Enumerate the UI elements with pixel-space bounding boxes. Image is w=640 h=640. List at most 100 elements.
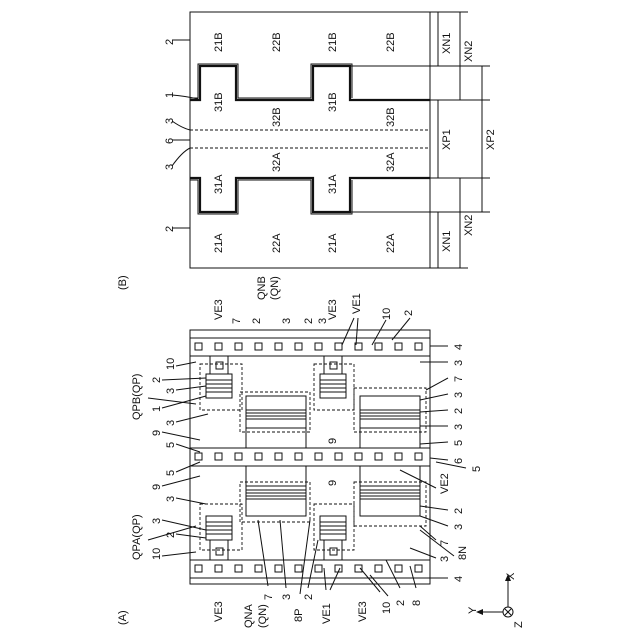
gate-stack-lower-right: [360, 486, 420, 516]
small-stack-upper-mid: [320, 374, 346, 398]
label-7: 7: [263, 594, 275, 600]
contact-square: [335, 453, 342, 460]
label-3: 3: [165, 388, 177, 394]
region-label: 31A: [327, 174, 339, 194]
boundary-line-a: [190, 178, 430, 212]
contact-square: [330, 548, 337, 555]
label-10: 10: [381, 308, 393, 320]
dashed-wells: [200, 364, 426, 550]
figure-a-label: (A): [117, 610, 129, 625]
region-label: 22B: [271, 32, 283, 52]
label-4: 4: [453, 344, 465, 350]
small-stack-upper-left: [206, 374, 232, 398]
contact-square: [255, 343, 262, 350]
contact-square: [215, 453, 222, 460]
label-2: 2: [251, 318, 263, 324]
region-label: 32B: [271, 107, 283, 127]
label-10: 10: [381, 602, 393, 614]
label-ve1: VE1: [321, 603, 333, 624]
figure-b-label: (B): [117, 275, 129, 290]
region-label: 32A: [271, 152, 283, 172]
label-ve2: VE2: [439, 473, 451, 494]
region-label: 21B: [213, 32, 225, 52]
label-4b: 4: [453, 576, 465, 582]
contact-square: [315, 343, 322, 350]
axis-z-label: Z: [513, 621, 525, 628]
contact-square: [195, 565, 202, 572]
region-label: 22B: [385, 32, 397, 52]
top-labels-a: VE3 QNB (QN) VE3 VE1 7 2 3 2 3 10 2: [213, 276, 415, 345]
right-labels-a: 4 3 7 3 2 3 5 6 5 VE2 2 3 7 8N 3 4: [400, 344, 483, 582]
label-9-inner: 9: [327, 480, 339, 486]
region-label: 31B: [213, 92, 225, 112]
label-8p: 8P: [293, 609, 305, 622]
label-ve1: VE1: [351, 293, 363, 314]
dim-label: XN1: [441, 231, 453, 252]
contact-square: [195, 453, 202, 460]
label-2: 2: [151, 377, 163, 383]
label-9-inner: 9: [327, 438, 339, 444]
label-3: 3: [281, 318, 293, 324]
ref-numeral: 6: [164, 138, 176, 144]
contact-square: [235, 343, 242, 350]
label-3e: 3: [439, 556, 451, 562]
bottom-labels-a: VE3 QNA (QN) 7 3 8P 2 VE1 VE3 10 2 8: [213, 520, 423, 628]
gate-stack-lower-left: [246, 486, 306, 516]
dimension-lines-b: XN1 XN2 XP1 XP2 XN1 XN2: [350, 12, 497, 268]
gate-stack-upper-left: [246, 396, 306, 428]
contact-square: [375, 565, 382, 572]
region-label: 31B: [327, 92, 339, 112]
contact-square: [275, 343, 282, 350]
contact-square: [415, 565, 422, 572]
label-qpa: QPA(QP): [131, 514, 143, 560]
label-5: 5: [165, 442, 177, 448]
label-10: 10: [165, 358, 177, 370]
region-label: 21A: [327, 233, 339, 253]
label-9b: 9: [151, 484, 163, 490]
label-ve3-r: VE3: [327, 299, 339, 320]
figure-a-frame: [190, 330, 430, 584]
label-2: 2: [453, 408, 465, 414]
region-label: 32A: [385, 152, 397, 172]
dim-label: XP1: [441, 129, 453, 150]
label-2b: 2: [453, 508, 465, 514]
label-5b: 5: [471, 466, 483, 472]
label-5: 5: [453, 440, 465, 446]
dim-label: XN2: [463, 215, 475, 236]
dim-label: XN1: [441, 33, 453, 54]
label-7b: 7: [439, 540, 451, 546]
small-stack-lower-left: [206, 516, 232, 540]
small-stack-lower-mid: [320, 516, 346, 540]
label-3b: 3: [453, 392, 465, 398]
contact-square: [375, 343, 382, 350]
boundary-line-b: [190, 66, 430, 100]
region-label: 31A: [213, 174, 225, 194]
ref-numeral: 3: [164, 164, 176, 170]
label-8: 8: [411, 600, 423, 606]
figure-a: (A): [117, 276, 483, 628]
ref-numeral: 2: [164, 226, 176, 232]
label-3: 3: [281, 594, 293, 600]
contact-square: [295, 565, 302, 572]
label-qpb: QPB(QP): [131, 374, 143, 420]
label-3c: 3: [453, 424, 465, 430]
contact-square: [295, 343, 302, 350]
contact-square: [315, 565, 322, 572]
contact-square: [315, 453, 322, 460]
label-3b: 3: [317, 318, 329, 324]
label-qn: (QN): [257, 604, 269, 628]
label-9: 9: [151, 430, 163, 436]
label-ve3: VE3: [213, 601, 225, 622]
label-ve3: VE3: [213, 299, 225, 320]
left-labels-a: 10 2 3 QPB(QP) 1 3 9 5 5 9 3 QPA(QP) 3 2…: [131, 358, 208, 560]
figure-b: (B) 21B 22B 21B 22B 31B 32B 31B 32B 32A …: [117, 12, 497, 290]
label-qnb: QNB: [256, 276, 268, 300]
label-8n: 8N: [457, 546, 469, 560]
middle-rail: [190, 448, 430, 466]
rail-squares: [195, 343, 422, 572]
region-label: 32B: [385, 107, 397, 127]
axis-indicator: X Y Z: [467, 572, 525, 628]
contact-square: [275, 565, 282, 572]
axis-y-label: Y: [467, 606, 479, 614]
